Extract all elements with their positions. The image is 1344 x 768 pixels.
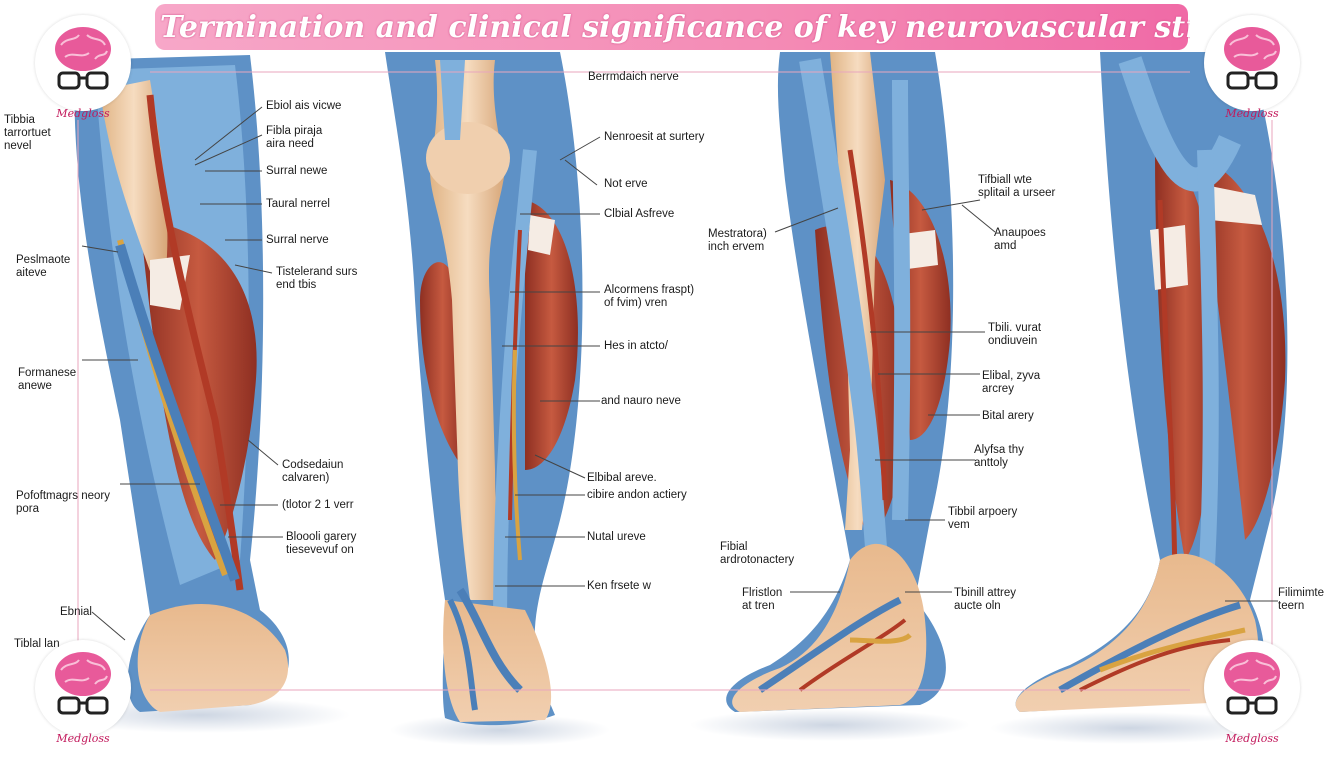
page-title: Termination and clinical significance of…	[160, 10, 1190, 45]
label: Clbial Asfreve	[604, 208, 675, 220]
medgloss-logo: Medgloss	[35, 640, 131, 750]
medgloss-logo: Medgloss	[35, 15, 131, 125]
label: Ebnial	[60, 606, 92, 618]
label: Tifbiall wte splitail a urseer	[978, 174, 1056, 199]
label: (tlotor 2 1 verr	[282, 499, 354, 511]
label: Surral newe	[266, 165, 328, 177]
ecg-border	[77, 71, 1273, 691]
label: Tibbia tarrortuet nevel	[4, 114, 51, 152]
label: Tibbil arpoery vem	[948, 506, 1018, 531]
leg-4	[1015, 52, 1288, 712]
label: Nutal ureve	[587, 531, 646, 543]
brain-glasses-icon	[1224, 27, 1280, 90]
label: Anaupoes amd	[994, 227, 1046, 252]
label: Taural nerrel	[266, 198, 330, 210]
brain-glasses-icon	[55, 27, 111, 90]
label: Filimimte teern	[1278, 587, 1324, 612]
medgloss-logo: Medgloss	[1204, 15, 1300, 125]
leg-2	[385, 52, 583, 726]
label: Surral nerve	[266, 234, 329, 246]
label: Pofoftmagrs neory pora	[16, 490, 110, 515]
leg-1	[74, 55, 289, 712]
label: Peslmaote aiteve	[16, 254, 71, 279]
brand-text: Medgloss	[1225, 107, 1279, 120]
label: Tbinill attrey aucte oln	[954, 587, 1016, 612]
label: Not erve	[604, 178, 648, 190]
label: Elibal, zyva arcrey	[982, 370, 1041, 395]
title-banner	[155, 4, 1188, 50]
label: Bital arery	[982, 410, 1034, 422]
label: Berrmdaich nerve	[588, 71, 679, 83]
brand-text: Medgloss	[56, 107, 110, 120]
label: Formanese anewe	[18, 367, 77, 392]
label: cibire andon actiery	[587, 489, 687, 501]
brain-glasses-icon	[1224, 652, 1280, 715]
label: Fibial ardrotonactery	[720, 541, 795, 566]
leg-3	[726, 52, 954, 712]
label: Elbibal areve.	[587, 472, 657, 484]
label: Alcormens fraspt) of fvim) vren	[604, 284, 695, 309]
medgloss-logo: Medgloss	[1204, 640, 1300, 750]
label: Ken frsete w	[587, 580, 651, 592]
label: and nauro neve	[601, 395, 681, 407]
label: Hes in atcto/	[604, 340, 668, 352]
label: Fibla piraja aira need	[266, 125, 323, 150]
label: Nenroesit at surtery	[604, 131, 705, 143]
brain-glasses-icon	[55, 652, 111, 715]
label: Codsedaiun calvaren)	[282, 459, 344, 484]
label: Alyfsa thy anttoly	[974, 444, 1024, 469]
label: Flristlon at tren	[742, 587, 783, 612]
leader-lines	[81, 106, 1278, 641]
label: Tistelerand surs end tbis	[276, 266, 358, 291]
brand-text: Medgloss	[56, 732, 110, 745]
label: Tbili. vurat ondiuvein	[988, 322, 1042, 347]
brand-text: Medgloss	[1225, 732, 1279, 745]
label: Ebiol ais vicwe	[266, 100, 342, 112]
label: Bloooli garery tiesevevuf on	[286, 531, 357, 556]
label: Mestratora) inch ervem	[708, 228, 767, 253]
